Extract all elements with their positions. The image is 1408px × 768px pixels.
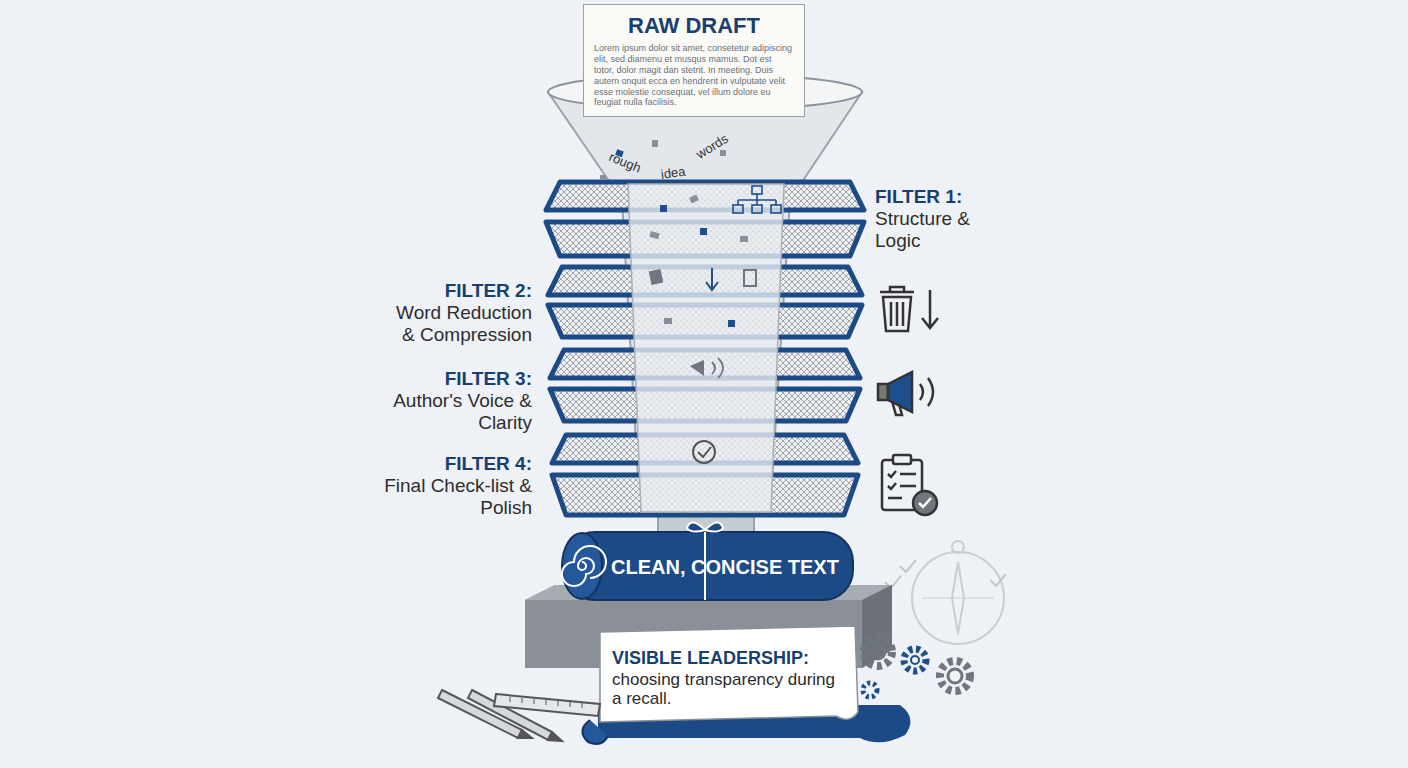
filter-heading: FILTER 2:: [412, 280, 532, 302]
draft-title: RAW DRAFT: [594, 13, 794, 39]
compass: [912, 541, 1004, 644]
funnel: [548, 74, 862, 540]
scroll: [562, 522, 853, 600]
trash-icon: [880, 287, 938, 331]
leadership-card: VISIBLE LEADERSHIP:choosing transparency…: [604, 644, 852, 713]
filter-description: Author's Voice & Clarity: [390, 390, 532, 434]
filter-trays: [546, 182, 864, 515]
megaphone-icon: [878, 372, 933, 415]
scroll-title: CLEAN, CONCISE TEXT: [606, 555, 844, 579]
draft-body: Lorem ipsum dolor sit amet, consetetur a…: [594, 43, 794, 108]
card-heading: VISIBLE LEADERSHIP:: [612, 648, 844, 670]
card-body: choosing transparency during a recall.: [612, 670, 844, 709]
clipboard-icon: [882, 455, 937, 515]
paper-card: [582, 626, 910, 744]
funnel-tube: [628, 184, 784, 512]
filter-heading: FILTER 1:: [875, 186, 995, 208]
pens: [438, 690, 600, 741]
debris: [600, 140, 781, 463]
raw-draft-paper: RAW DRAFT Lorem ipsum dolor sit amet, con…: [583, 4, 805, 117]
filter-heading: FILTER 3:: [412, 368, 532, 390]
check-marks: [885, 560, 1006, 588]
filter-heading: FILTER 4:: [412, 453, 532, 475]
filter-description: Structure & Logic: [875, 208, 975, 252]
filter-description: Word Reduction & Compression: [382, 302, 532, 346]
filter-description: Final Check-list & Polish: [380, 475, 532, 519]
clean-text-scroll: CLEAN, CONCISE TEXT: [600, 540, 850, 594]
gears: [863, 638, 970, 697]
